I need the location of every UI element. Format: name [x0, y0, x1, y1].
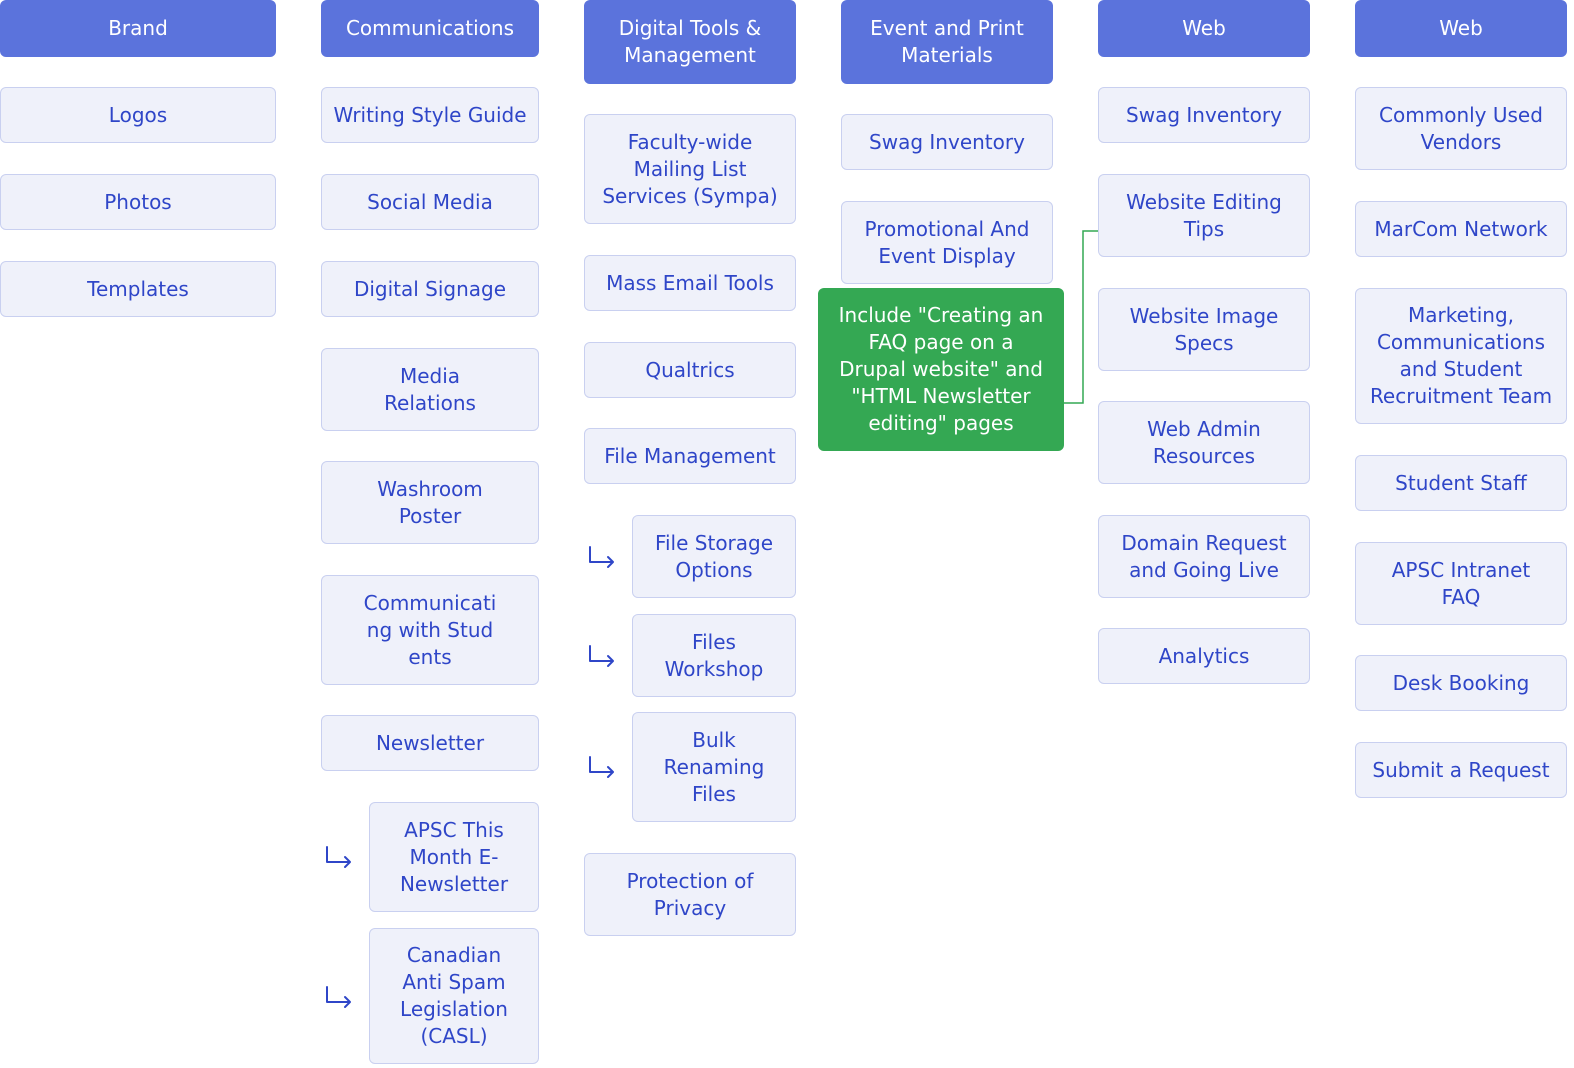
item-analytics[interactable]: Analytics: [1098, 628, 1310, 684]
item-commonly-used-vendors[interactable]: Commonly Used Vendors: [1355, 87, 1567, 170]
item-swag-inventory-web[interactable]: Swag Inventory: [1098, 87, 1310, 143]
item-mailing-list-services[interactable]: Faculty-wide Mailing List Services (Symp…: [584, 114, 796, 224]
subitem-arrow-icon: [587, 545, 617, 569]
item-templates[interactable]: Templates: [0, 261, 276, 317]
item-newsletter[interactable]: Newsletter: [321, 715, 539, 771]
item-swag-inventory[interactable]: Swag Inventory: [841, 114, 1053, 170]
subitem-casl[interactable]: Canadian Anti Spam Legislation (CASL): [369, 928, 539, 1064]
item-photos[interactable]: Photos: [0, 174, 276, 230]
item-marketing-team[interactable]: Marketing, Communications and Student Re…: [1355, 288, 1567, 424]
item-student-staff[interactable]: Student Staff: [1355, 455, 1567, 511]
item-washroom-poster[interactable]: Washroom Poster: [321, 461, 539, 544]
column-header-event-print: Event and Print Materials: [841, 0, 1053, 84]
item-desk-booking[interactable]: Desk Booking: [1355, 655, 1567, 711]
item-promotional-event-display[interactable]: Promotional And Event Display: [841, 201, 1053, 284]
item-marcom-network[interactable]: MarCom Network: [1355, 201, 1567, 257]
column-header-digital-tools: Digital Tools & Management: [584, 0, 796, 84]
item-website-image-specs[interactable]: Website Image Specs: [1098, 288, 1310, 371]
subitem-arrow-icon: [587, 755, 617, 779]
column-header-web-2: Web: [1355, 0, 1567, 57]
subitem-arrow-icon: [587, 644, 617, 668]
item-domain-request[interactable]: Domain Request and Going Live: [1098, 515, 1310, 598]
item-communicating-with-students[interactable]: Communicating with Students: [321, 575, 539, 685]
item-apsc-intranet-faq[interactable]: APSC Intranet FAQ: [1355, 542, 1567, 625]
subitem-file-storage-options[interactable]: File Storage Options: [632, 515, 796, 598]
item-mass-email-tools[interactable]: Mass Email Tools: [584, 255, 796, 311]
column-header-communications: Communications: [321, 0, 539, 57]
subitem-apsc-this-month[interactable]: APSC This Month E-Newsletter: [369, 802, 539, 912]
item-file-management[interactable]: File Management: [584, 428, 796, 484]
subitem-arrow-icon: [324, 845, 354, 869]
item-website-editing-tips[interactable]: Website Editing Tips: [1098, 174, 1310, 257]
item-qualtrics[interactable]: Qualtrics: [584, 342, 796, 398]
column-header-web: Web: [1098, 0, 1310, 57]
item-submit-a-request[interactable]: Submit a Request: [1355, 742, 1567, 798]
item-digital-signage[interactable]: Digital Signage: [321, 261, 539, 317]
item-protection-of-privacy[interactable]: Protection of Privacy: [584, 853, 796, 936]
item-web-admin-resources[interactable]: Web Admin Resources: [1098, 401, 1310, 484]
sticky-note: Include "Creating an FAQ page on a Drupa…: [818, 288, 1064, 451]
item-media-relations[interactable]: Media Relations: [321, 348, 539, 431]
subitem-files-workshop[interactable]: Files Workshop: [632, 614, 796, 697]
item-logos[interactable]: Logos: [0, 87, 276, 143]
item-writing-style-guide[interactable]: Writing Style Guide: [321, 87, 539, 143]
column-header-brand: Brand: [0, 0, 276, 57]
subitem-bulk-renaming-files[interactable]: Bulk Renaming Files: [632, 712, 796, 822]
item-social-media[interactable]: Social Media: [321, 174, 539, 230]
subitem-arrow-icon: [324, 985, 354, 1009]
